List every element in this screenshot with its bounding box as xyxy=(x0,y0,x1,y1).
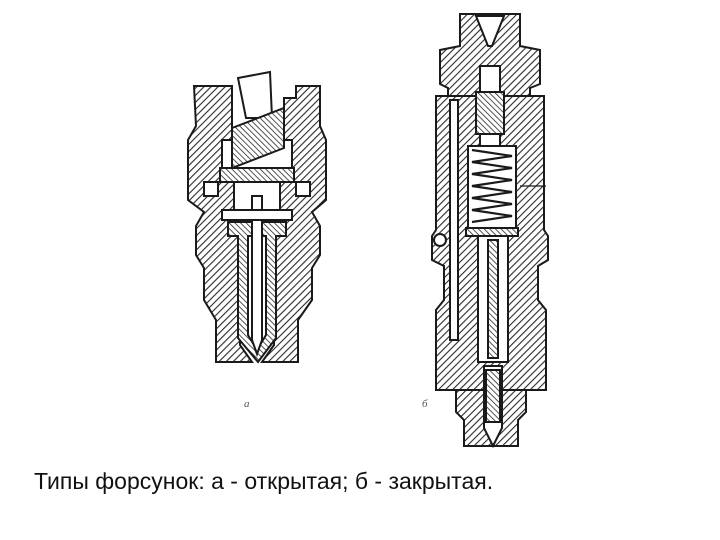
closed-injector-spring xyxy=(471,148,513,224)
open-injector-washer xyxy=(221,209,293,221)
open-injector-body-left xyxy=(187,85,254,363)
closed-injector-nozzle-insert xyxy=(485,369,501,423)
open-injector xyxy=(187,70,327,364)
closed-injector-rod-head xyxy=(475,91,505,135)
injector-diagram xyxy=(187,13,549,449)
closed-injector-fuel-channel xyxy=(449,99,459,341)
closed-injector-inlet xyxy=(474,15,506,47)
open-injector-nut-left xyxy=(203,181,219,197)
open-injector-spindle xyxy=(236,70,274,119)
closed-injector-spring-seat xyxy=(465,227,519,237)
label-a: а xyxy=(244,398,250,410)
closed-injector-needle xyxy=(487,239,499,359)
open-injector-body-right xyxy=(260,85,327,363)
open-injector-needle xyxy=(251,195,263,357)
open-injector-spindle-cut xyxy=(231,106,285,170)
figure-caption: Типы форсунок: а - открытая; б - закрыта… xyxy=(34,468,494,494)
open-injector-nut-right xyxy=(295,181,311,197)
closed-injector xyxy=(431,13,549,449)
label-b: б xyxy=(422,398,428,410)
closed-injector-side-bolt xyxy=(433,233,447,247)
open-injector-shoulder xyxy=(219,167,295,183)
